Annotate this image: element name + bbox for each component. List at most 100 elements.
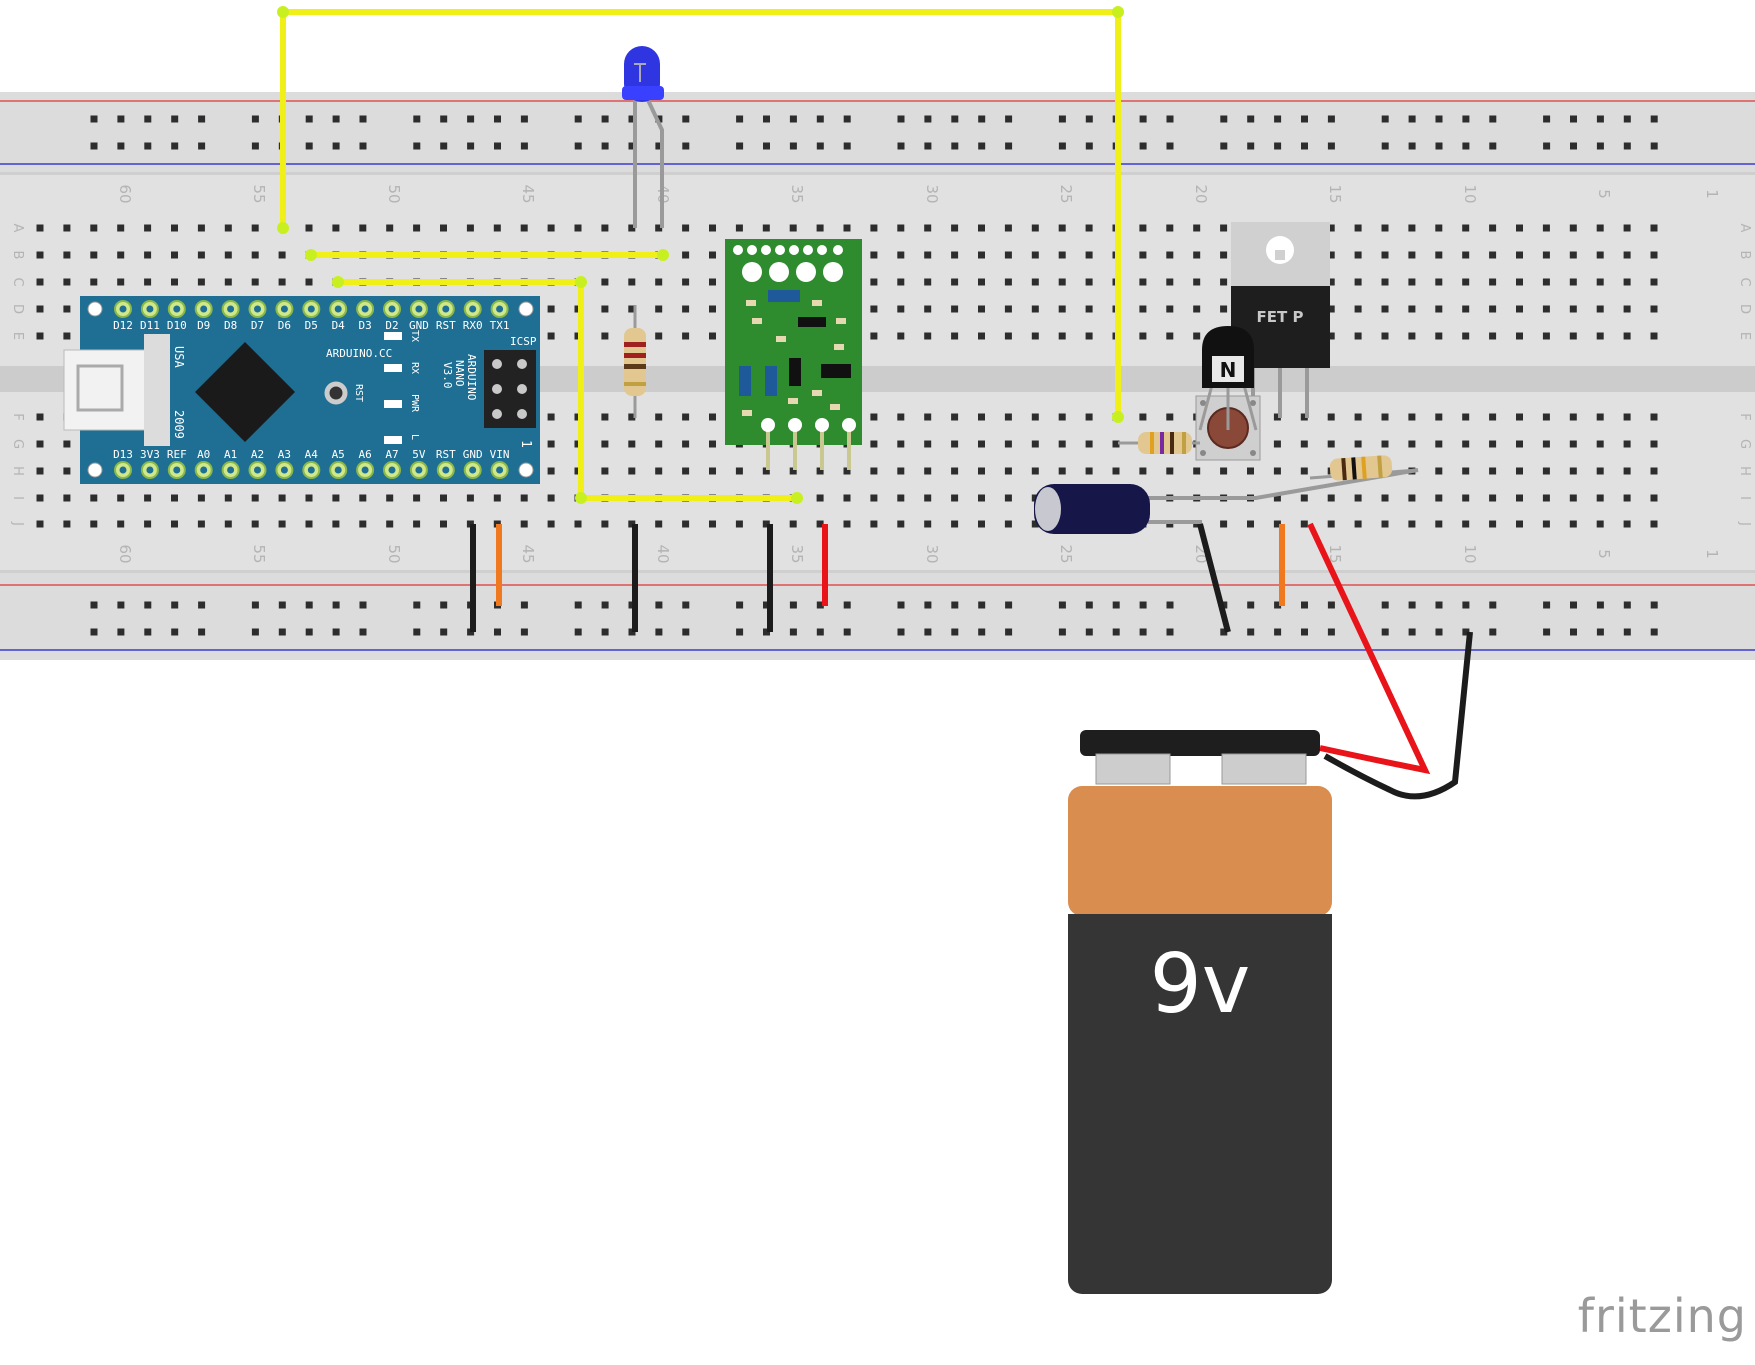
breadboard-hole: [601, 520, 609, 528]
rail-hole: [1489, 601, 1497, 609]
breadboard-hole: [1031, 520, 1039, 528]
arduino-top-pin-label: D7: [251, 319, 264, 332]
breadboard-hole: [655, 305, 663, 313]
rail-hole: [144, 628, 152, 636]
transistor-label: N: [1220, 358, 1237, 382]
breadboard-hole: [1408, 413, 1416, 421]
breadboard-hole: [1596, 440, 1604, 448]
breadboard-hole: [1220, 251, 1228, 259]
breadboard-hole: [1273, 440, 1281, 448]
breadboard-hole: [1435, 413, 1443, 421]
rail-hole: [1543, 142, 1551, 150]
row-letter: E: [10, 332, 25, 340]
breadboard-hole: [924, 440, 932, 448]
breadboard-hole: [386, 224, 394, 232]
rail-hole: [1596, 628, 1604, 636]
rail-hole: [1301, 601, 1308, 609]
breadboard-hole: [251, 520, 259, 528]
rail-hole: [1381, 601, 1389, 609]
breadboard-hole: [709, 332, 716, 340]
breadboard-hole: [1327, 251, 1335, 259]
rail-hole: [332, 601, 340, 609]
breadboard-hole: [144, 251, 152, 259]
microcontroller-chip: [195, 342, 295, 442]
breadboard-hole: [1623, 413, 1631, 421]
breadboard-hole: [978, 278, 985, 286]
breadboard-hole: [413, 224, 421, 232]
breadboard-hole: [870, 494, 878, 502]
rail-hole: [467, 142, 475, 150]
yellow-jumper-b: [305, 249, 669, 261]
arduino-icsp-label: ICSP: [510, 335, 537, 348]
breadboard-hole: [1489, 520, 1497, 528]
breadboard-hole: [1381, 520, 1389, 528]
breadboard-hole: [1623, 251, 1631, 259]
row-letter: C: [10, 277, 25, 286]
breadboard-hole: [897, 278, 905, 286]
breadboard-hole: [63, 440, 71, 448]
breadboard-hole: [978, 224, 985, 232]
breadboard-hole: [440, 224, 447, 232]
rail-hole: [90, 115, 98, 123]
rail-hole: [90, 142, 98, 150]
breadboard-hole: [1623, 467, 1631, 475]
breadboard-hole: [843, 520, 851, 528]
rail-hole: [1650, 628, 1658, 636]
breadboard-hole: [1004, 467, 1012, 475]
breadboard-hole: [1408, 494, 1416, 502]
breadboard-hole: [1166, 278, 1174, 286]
breadboard-hole: [1031, 332, 1039, 340]
breadboard-hole: [1139, 305, 1147, 313]
row-letter: D: [10, 304, 25, 314]
breadboard-hole: [1408, 520, 1416, 528]
breadboard-hole: [897, 332, 905, 340]
breadboard-hole: [1516, 494, 1523, 502]
breadboard-hole: [1058, 305, 1066, 313]
rail-hole: [1274, 601, 1282, 609]
rail-hole: [171, 628, 179, 636]
rail-hole: [1408, 115, 1416, 123]
arduino-bottom-pin-label: A7: [385, 448, 398, 461]
breadboard-hole: [1327, 305, 1335, 313]
rail-hole: [628, 115, 636, 123]
breadboard-hole: [1381, 440, 1389, 448]
breadboard-hole: [1516, 467, 1523, 475]
rail-hole: [655, 142, 663, 150]
rail-hole: [789, 628, 797, 636]
breadboard-hole: [709, 467, 716, 475]
breadboard-hole: [1354, 251, 1362, 259]
rail-hole: [251, 115, 259, 123]
breadboard-hole: [978, 494, 985, 502]
arduino-bottom-pin-label: A4: [305, 448, 319, 461]
rail-hole: [574, 115, 582, 123]
breadboard-hole: [843, 224, 851, 232]
row-letter: J: [10, 521, 25, 526]
breadboard-hole: [1596, 251, 1604, 259]
column-number: 60: [116, 184, 134, 203]
arduino-top-pin-label: D3: [358, 319, 371, 332]
breadboard-hole: [1650, 224, 1658, 232]
breadboard-hole: [1004, 332, 1012, 340]
rail-hole: [736, 601, 744, 609]
rail-hole: [951, 142, 959, 150]
breadboard-hole: [978, 251, 985, 259]
rail-hole: [1570, 142, 1577, 150]
breadboard-hole: [520, 494, 528, 502]
rail-hole: [1085, 142, 1093, 150]
breadboard-hole: [897, 467, 905, 475]
breadboard-hole: [951, 494, 959, 502]
arduino-top-pin-label: D2: [385, 319, 398, 332]
breadboard-hole: [951, 224, 959, 232]
rail-hole: [171, 601, 179, 609]
rail-hole: [1058, 628, 1066, 636]
rail-hole: [359, 115, 367, 123]
breadboard-hole: [466, 494, 474, 502]
rail-hole: [440, 601, 448, 609]
rail-hole: [1408, 142, 1416, 150]
rail-hole: [1005, 115, 1013, 123]
breadboard-hole: [63, 305, 71, 313]
rail-hole: [1301, 628, 1308, 636]
breadboard-hole: [1004, 224, 1012, 232]
column-number: 30: [923, 184, 941, 203]
breadboard-hole: [1650, 494, 1658, 502]
